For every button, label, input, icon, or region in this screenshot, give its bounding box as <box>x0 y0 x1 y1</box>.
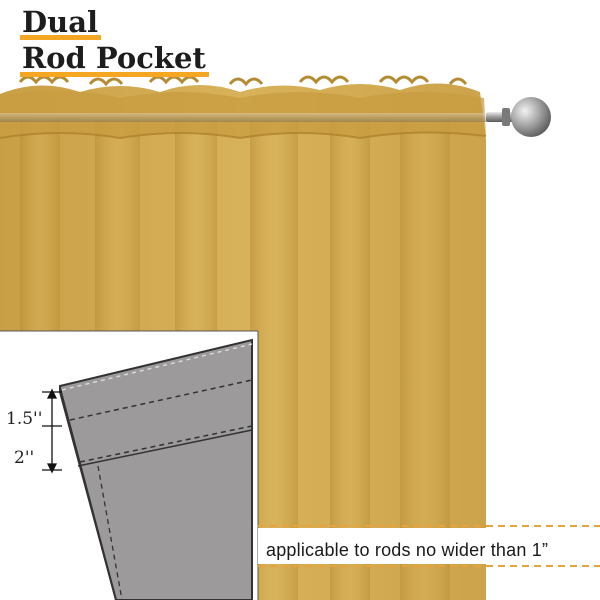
curtain-rod <box>0 97 551 137</box>
finial-icon <box>511 97 551 137</box>
title-line-1: Dual <box>20 5 102 40</box>
title-highlight <box>20 72 209 77</box>
title-line-2: Rod Pocket <box>20 41 209 77</box>
title-highlight <box>20 35 102 40</box>
rod-width-note: applicable to rods no wider than 1” <box>266 540 549 560</box>
title-text-2: Rod Pocket <box>22 41 206 75</box>
top-pocket-size: 1.5'' <box>6 409 43 429</box>
title-text-1: Dual <box>22 5 99 39</box>
rod-pocket-diagram <box>0 330 259 600</box>
bottom-pocket-size: 2'' <box>14 448 35 468</box>
dimension-arrows <box>42 388 62 474</box>
note-frame <box>258 525 600 567</box>
